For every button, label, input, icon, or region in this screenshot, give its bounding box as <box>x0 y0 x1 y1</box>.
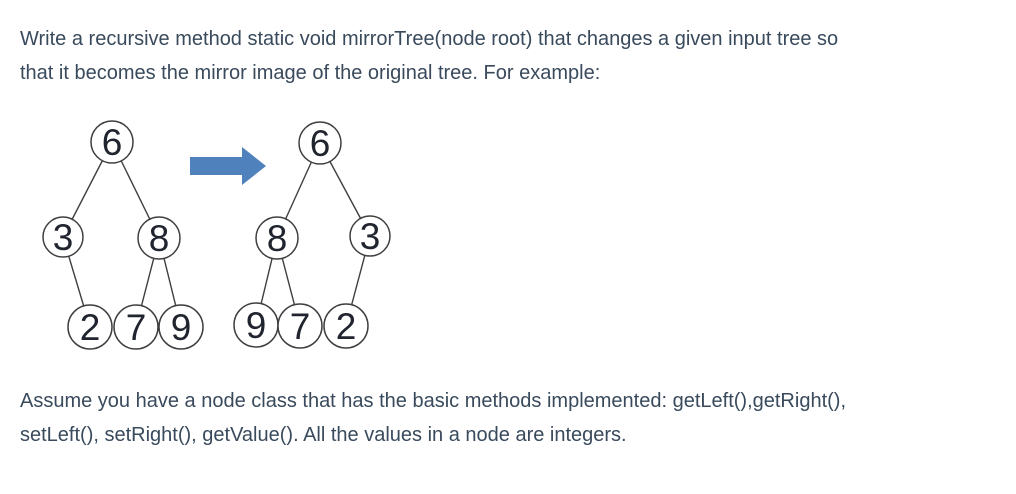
tree-node <box>113 304 159 350</box>
tree-node-value: 8 <box>267 218 288 259</box>
tree-node <box>42 216 84 258</box>
tree-node <box>90 120 134 164</box>
assumption-line-2: setLeft(), setRight(), getValue(). All t… <box>20 424 627 446</box>
tree-node-value: 2 <box>80 307 101 348</box>
tree-node-value: 3 <box>360 216 381 257</box>
tree-node <box>298 121 342 165</box>
tree-node-value: 9 <box>246 305 267 346</box>
assumption-text: Assume you have a node class that has th… <box>20 384 846 452</box>
tree-node <box>277 303 323 349</box>
tree-node-value: 3 <box>53 217 74 258</box>
question-line-1: Write a recursive method static void mir… <box>20 28 839 50</box>
tree-node <box>137 216 181 260</box>
tree-node-value: 8 <box>149 218 170 259</box>
assumption-line-1: Assume you have a node class that has th… <box>20 390 846 412</box>
tree-node-value: 7 <box>126 307 147 348</box>
question-text: Write a recursive method static void mir… <box>20 22 838 90</box>
tree-node <box>323 303 369 349</box>
tree-node <box>67 304 113 350</box>
tree-node <box>158 304 204 350</box>
tree-node <box>255 216 299 260</box>
tree-node <box>349 215 391 257</box>
question-line-2: that it becomes the mirror image of the … <box>20 62 601 84</box>
tree-node-value: 2 <box>336 306 357 347</box>
right-arrow-icon <box>190 147 266 185</box>
tree-node-value: 7 <box>290 306 311 347</box>
tree-node-value: 6 <box>310 123 331 164</box>
tree-node-value: 6 <box>102 122 123 163</box>
tree-node-value: 9 <box>171 307 192 348</box>
